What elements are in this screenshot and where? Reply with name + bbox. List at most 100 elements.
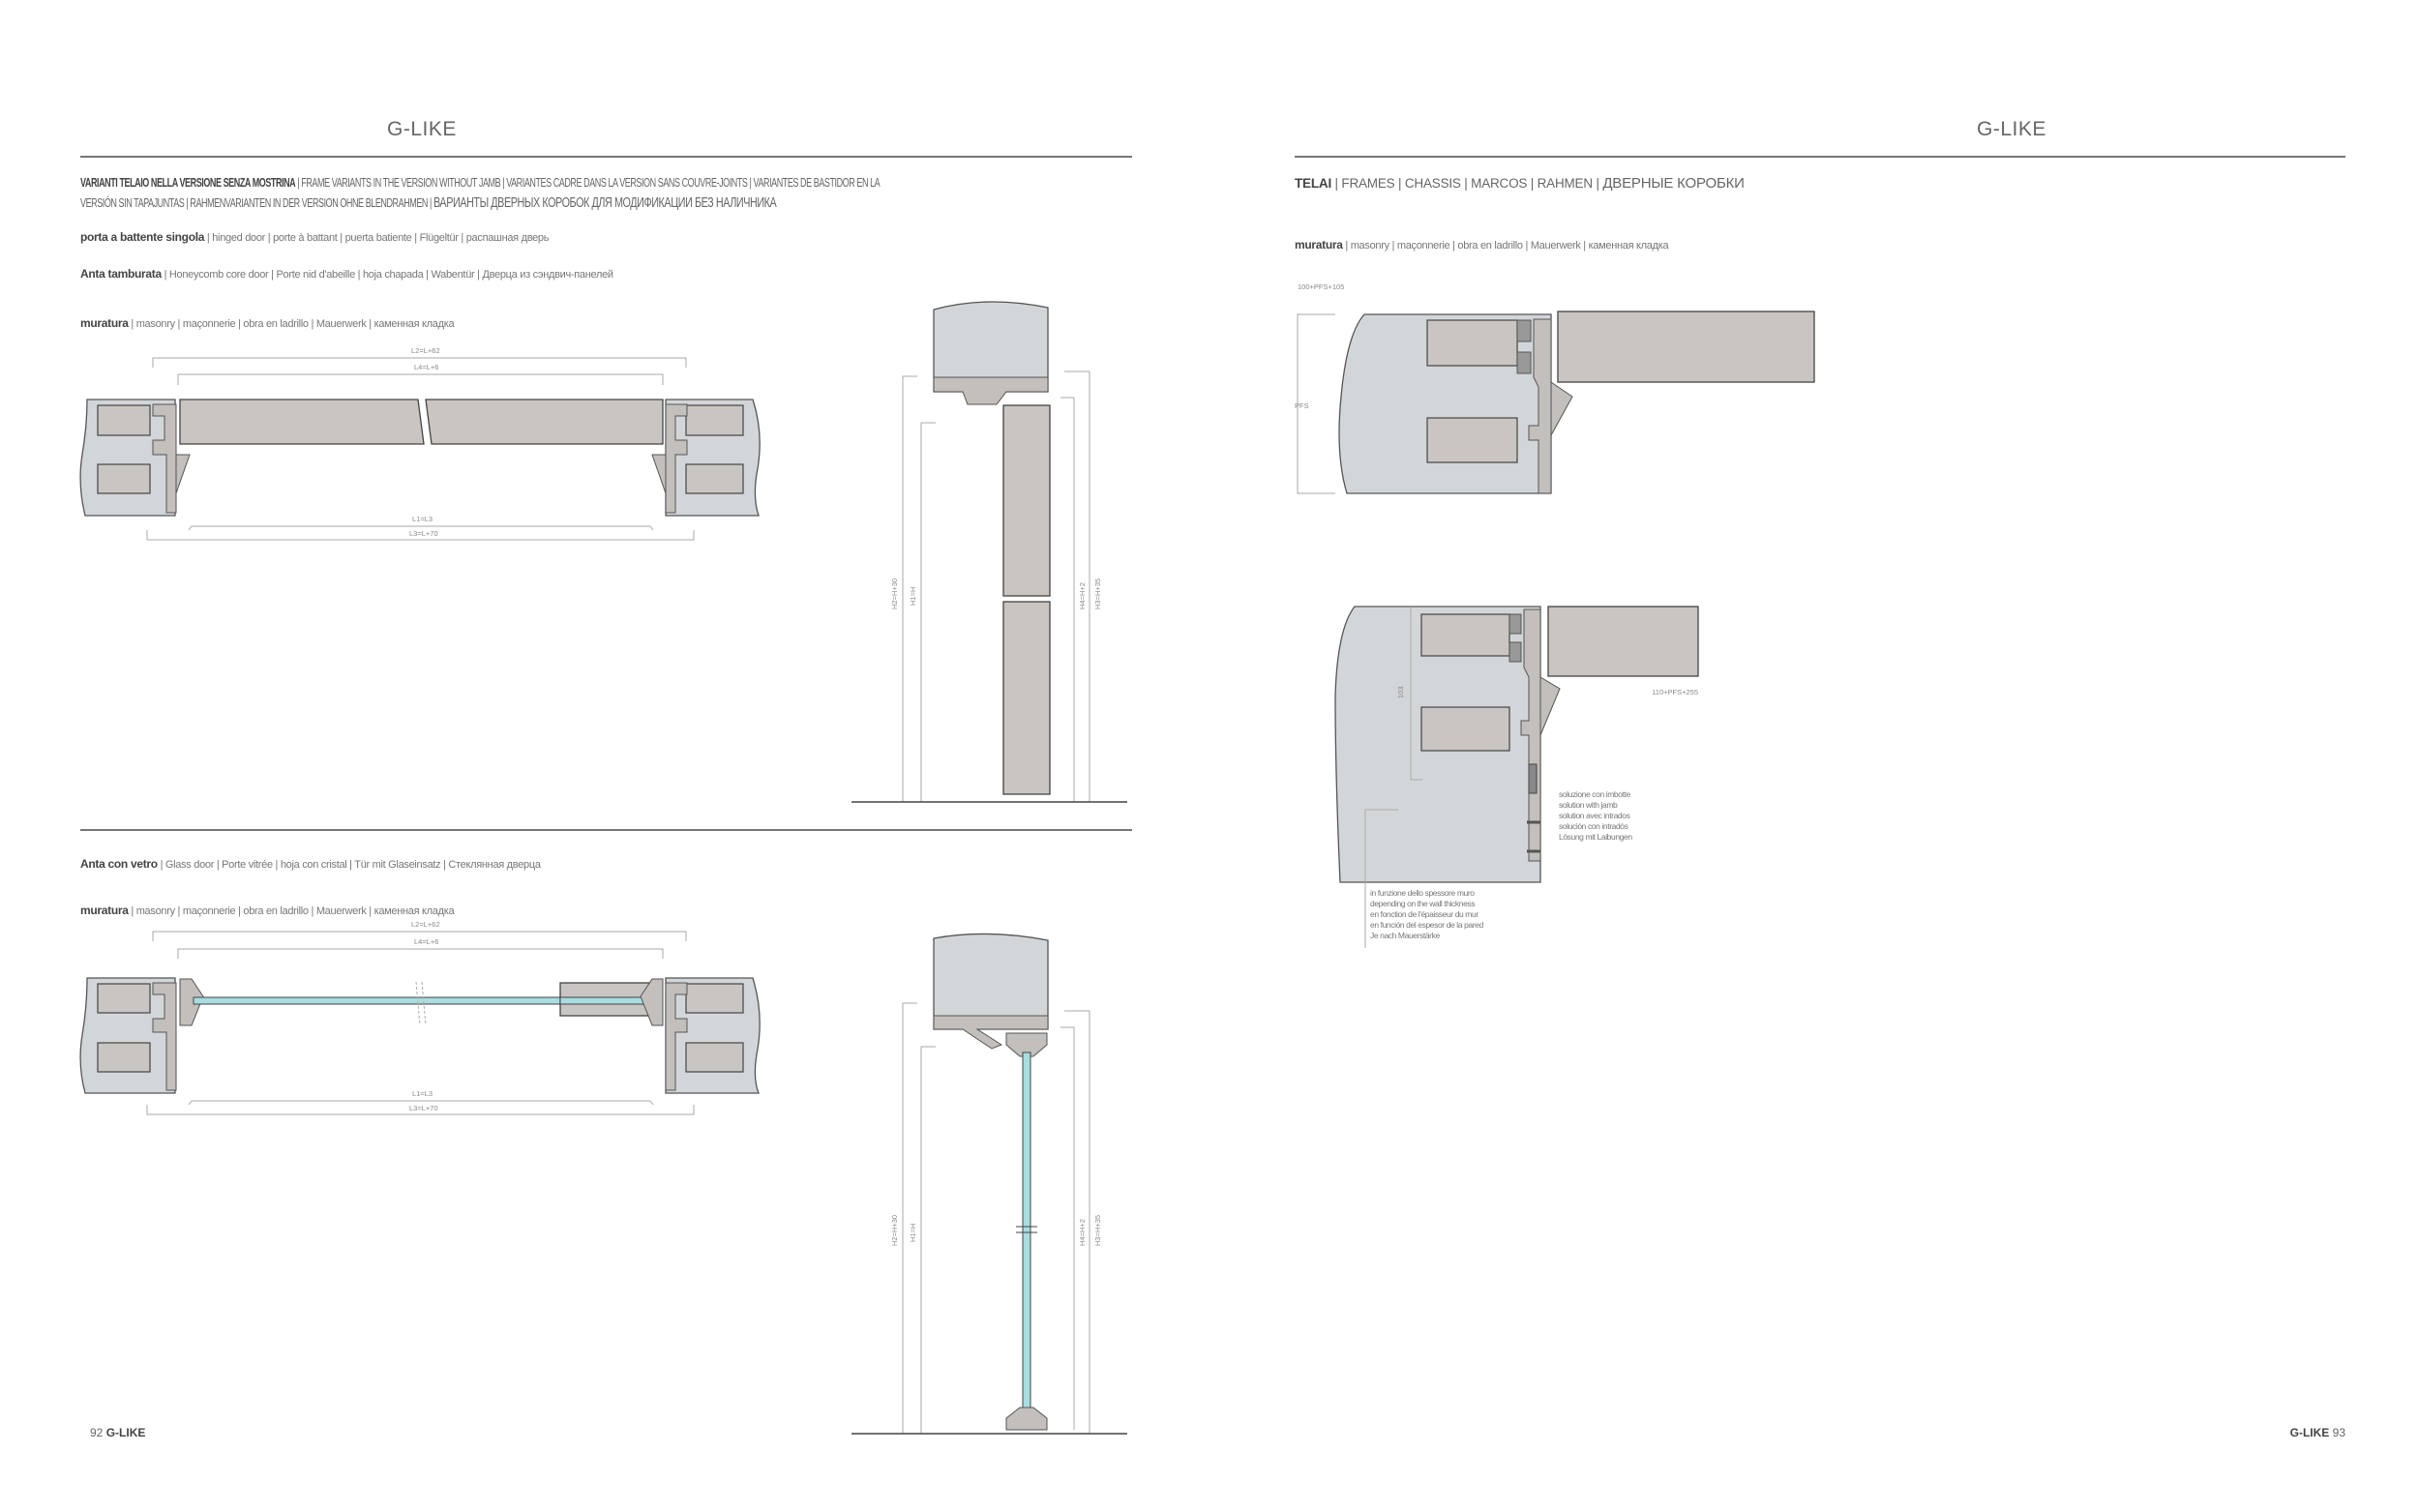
left-title-rule <box>80 156 1132 158</box>
left-footer-brand: G-LIKE <box>105 1426 146 1439</box>
right-page-title: G-LIKE <box>1977 118 2046 140</box>
dim-line-l4 <box>177 373 664 385</box>
stop-profile <box>1550 381 1573 436</box>
leaf2-bold: Anta con vetro <box>80 857 158 871</box>
leaf-glass-label: Anta con vetro | Glass door | Porte vitr… <box>80 857 541 871</box>
vertical-section-glass: H2=H+30 H1=H H4=H+2 H3=H+35 <box>851 933 1127 1435</box>
dim-label-h3: H3=H+35 <box>1093 578 1102 609</box>
dim-label-h1: H1=H <box>909 587 917 606</box>
stop-profile-right <box>651 454 667 494</box>
frame-profile-head <box>933 1015 1049 1050</box>
note-wall: in funzione dello spessore muro dependin… <box>1370 888 1483 941</box>
glass-clamp-left <box>179 978 204 1026</box>
anchor-block <box>97 404 151 436</box>
left-footer: 92 G-LIKE <box>90 1426 145 1439</box>
dim-line-l2 <box>152 931 687 941</box>
right-heading-bold: TELAI <box>1295 176 1331 191</box>
wall-text-1: | masonry | maçonnerie | obra en ladrill… <box>128 318 455 330</box>
anchor-block <box>1426 319 1518 367</box>
fixing-block <box>1516 319 1532 342</box>
dim-line-l4 <box>177 948 664 959</box>
door-leaf <box>425 399 664 445</box>
jamb-fin <box>1527 820 1540 853</box>
left-heading-bold: VARIANTI TELAIO NELLA VERSIONE SENZA MOS… <box>80 176 296 190</box>
right-footer-brand: G-LIKE <box>2289 1426 2330 1439</box>
door-leaf <box>1547 606 1699 677</box>
door-leaf <box>1557 311 1815 383</box>
anchor-block <box>685 404 744 436</box>
door-leaf-lower <box>1002 601 1051 795</box>
left-heading-line2: VERSIÓN SIN TAPAJUNTAS | RAHMENVARIANTEN… <box>80 194 777 211</box>
note-wall-line: en fonction de l'épaisseur du mur <box>1370 909 1478 919</box>
right-heading: TELAI | FRAMES | CHASSIS | MARCOS | RAHM… <box>1295 175 1745 192</box>
anchor-block <box>97 1042 151 1073</box>
dim-label-h1: H1=H <box>909 1224 917 1242</box>
dim-line-h1 <box>920 1046 936 1434</box>
note-wall-line: Je nach Mauerstärke <box>1370 931 1440 940</box>
note-jamb: soluzione con imbotte solution with jamb… <box>1559 789 1632 843</box>
right-title-rule <box>1295 156 2345 158</box>
frame-profile <box>1520 608 1541 862</box>
right-heading-ru: ДВЕРНЫЕ КОРОБКИ <box>1602 175 1745 192</box>
wall-bold-2: muratura <box>80 904 129 917</box>
dim-label-l1: L1=L3 <box>412 515 433 523</box>
stop-profile <box>1539 676 1561 736</box>
dim-label-h2: H2=H+30 <box>890 1215 899 1246</box>
dim-line-103 <box>1410 607 1422 781</box>
plan-section-honeycomb: L2=L+62 L4=L+6 L1=L3 L3=L+70 <box>79 346 761 541</box>
glass-clamp-top <box>1005 1032 1048 1057</box>
note-wall-line: en función del espesor de la pared <box>1370 920 1483 930</box>
dim-label-l1: L1=L3 <box>412 1089 433 1098</box>
dim-label-103: 103 <box>1396 686 1405 698</box>
wall-top <box>933 301 1049 393</box>
anchor-block <box>1420 706 1510 752</box>
glass-pane-end <box>559 996 648 1005</box>
dim-label-h4: H4=H+2 <box>1078 582 1087 609</box>
plan-section-glass: L2=L+62 L4=L+6 L1=L3 L3=L+70 <box>79 920 761 1115</box>
dim-label-h2: H2=H+30 <box>890 578 899 609</box>
frame-profile-head <box>933 376 1049 405</box>
left-heading-line1: VARIANTI TELAIO NELLA VERSIONE SENZA MOS… <box>80 176 881 190</box>
dim-label-l3: L3=L+70 <box>409 1104 438 1112</box>
dim-line-l2 <box>152 357 687 368</box>
door-leaf <box>179 399 425 445</box>
dim-line-l1 <box>188 525 654 531</box>
dim-line-h2 <box>902 1002 917 1434</box>
dim-line-l1 <box>188 1100 654 1106</box>
dim-label-h3: H3=H+35 <box>1093 1215 1102 1246</box>
anchor-block <box>1426 417 1518 463</box>
dim-line-h3 <box>1064 371 1090 802</box>
dim-label-l4: L4=L+6 <box>414 363 438 371</box>
masonry-label-2: muratura | masonry | maçonnerie | obra e… <box>80 904 455 917</box>
frame-profile-left <box>152 982 177 1091</box>
wall-text-2: | masonry | maçonnerie | obra en ladrill… <box>128 905 455 917</box>
frame-profile-right <box>665 403 688 514</box>
anchor-block <box>97 983 151 1014</box>
wall-bold-right: muratura <box>1295 238 1343 252</box>
dim-label-l3: L3=L+70 <box>409 529 438 538</box>
dim-line-h3 <box>1064 1010 1090 1434</box>
glass-clamp-bottom <box>1005 1407 1048 1431</box>
jamb-clip <box>1528 763 1538 794</box>
frame-detail-jamb: 103 110+PFS+255 <box>1334 606 1699 948</box>
dim-line-l3 <box>146 1105 695 1115</box>
wall-top <box>933 933 1049 1030</box>
dim-label-l2: L2=L+62 <box>411 920 440 929</box>
dim-line-h4 <box>1060 397 1075 802</box>
dim-line-h1 <box>920 422 936 802</box>
door-type-text: | hinged door | porte à battant | puerta… <box>204 232 550 244</box>
dim-line-h4 <box>1060 1026 1075 1430</box>
anchor-block <box>685 1042 744 1073</box>
masonry-label-1: muratura | masonry | maçonnerie | obra e… <box>80 316 455 330</box>
leaf1-text: | Honeycomb core door | Porte nid d'abei… <box>161 269 613 281</box>
leaf1-bold: Anta tamburata <box>80 267 162 281</box>
vertical-section-honeycomb: H2=H+30 H1=H H4=H+2 H3=H+35 <box>851 301 1127 803</box>
break-mark <box>1016 1226 1037 1233</box>
wall-text-right: | masonry | maçonnerie | obra en ladrill… <box>1342 240 1669 252</box>
dim-label-top: 100+PFS+105 <box>1298 282 1344 291</box>
anchor-block <box>1420 613 1510 657</box>
dim-label-h4: H4=H+2 <box>1078 1219 1087 1246</box>
left-heading-ru: ВАРИАНТЫ ДВЕРНЫХ КОРОБОК ДЛЯ МОДИФИКАЦИИ… <box>433 194 777 211</box>
wall-bold-1: muratura <box>80 316 129 330</box>
